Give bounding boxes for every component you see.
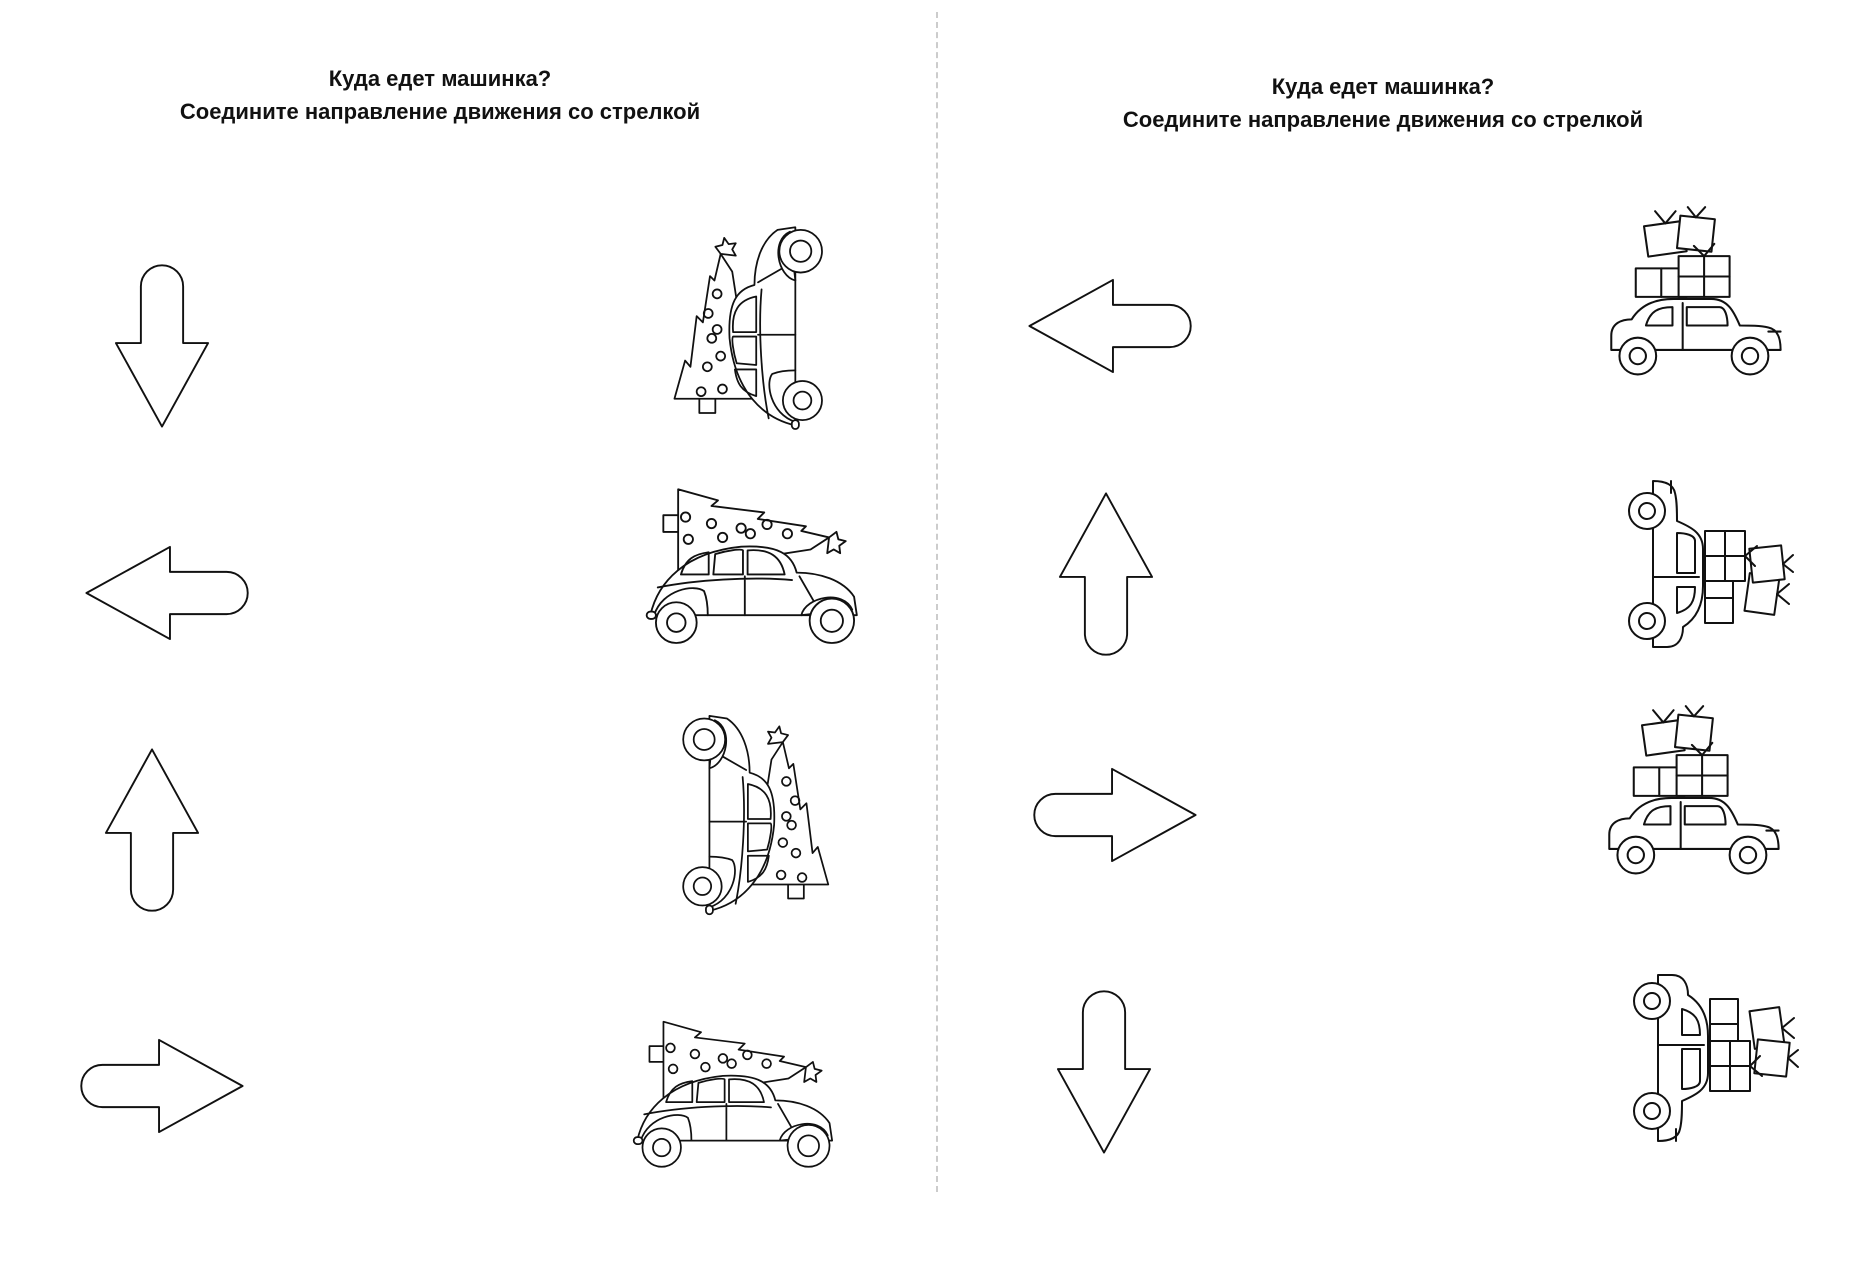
gift-car-up-icon xyxy=(1605,461,1795,661)
tree-car-right-icon xyxy=(630,480,880,656)
arrow-up-icon xyxy=(1058,490,1154,662)
gift-car-right-icon xyxy=(1595,704,1799,898)
arrow-left-icon xyxy=(83,545,255,641)
worksheet-instruction: Соедините направление движения со стрелк… xyxy=(179,99,701,124)
tree-car-up-icon xyxy=(665,205,835,445)
worksheet-left-heading: Куда едет машинка? Соедините направление… xyxy=(40,62,840,128)
tree-car-right-icon xyxy=(618,1012,854,1180)
arrow-up-icon xyxy=(104,746,200,918)
arrow-down-icon xyxy=(114,258,210,430)
arrow-right-icon xyxy=(1027,767,1199,863)
cut-line-divider xyxy=(936,12,938,1192)
worksheet-right-heading: Куда едет машинка? Соедините направление… xyxy=(983,70,1783,136)
gift-car-down-icon xyxy=(1610,961,1800,1161)
worksheet-title: Куда едет машинка? xyxy=(328,66,552,91)
arrow-left-icon xyxy=(1026,278,1198,374)
worksheet-instruction: Соедините направление движения со стрелк… xyxy=(1122,107,1644,132)
arrow-down-icon xyxy=(1056,984,1152,1156)
worksheet-title: Куда едет машинка? xyxy=(1271,74,1495,99)
arrow-right-icon xyxy=(74,1038,246,1134)
tree-car-up-icon xyxy=(670,694,838,930)
gift-car-right-icon xyxy=(1597,205,1801,399)
